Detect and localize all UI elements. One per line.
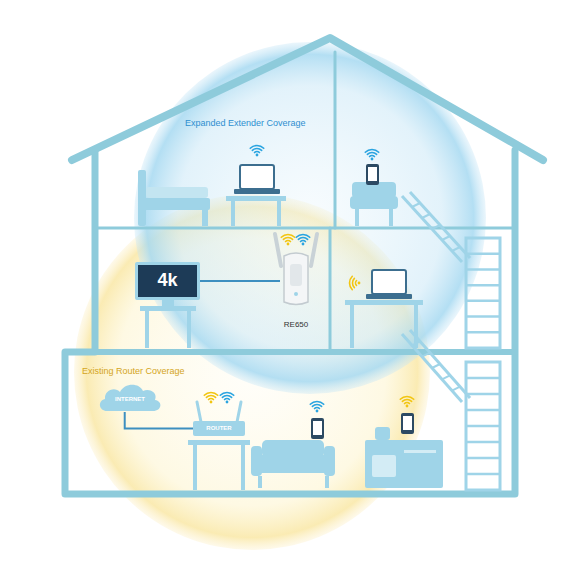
stair-step: [466, 331, 500, 334]
stair-step: [466, 252, 500, 255]
stair-step: [466, 268, 500, 271]
stair-step: [466, 377, 500, 380]
stair-step: [466, 441, 500, 444]
stair-baluster: [452, 387, 460, 391]
stair-step: [466, 425, 500, 428]
stair-step: [466, 284, 500, 287]
router-body: ROUTER: [193, 421, 245, 436]
stair-rail: [410, 330, 470, 398]
range-extender: RE650: [280, 250, 312, 330]
internet-cloud: INTERNET: [97, 381, 163, 412]
stair-step: [466, 409, 500, 412]
stair-rail: [402, 196, 462, 262]
stair-rail: [402, 334, 462, 402]
cable-line: [200, 280, 280, 282]
furniture: [138, 164, 443, 490]
extender-body: [280, 250, 312, 308]
cloud-outline: [100, 385, 161, 411]
staircase: [402, 330, 500, 490]
node-label: INTERNET: [115, 396, 145, 403]
stair-baluster: [442, 236, 450, 240]
stair-baluster: [432, 364, 440, 368]
staircases: [402, 192, 500, 490]
stair-step: [466, 457, 500, 460]
tv-screen: 4k: [135, 262, 200, 300]
stair-frame: [466, 238, 500, 348]
node-label: ROUTER: [206, 425, 231, 432]
stair-step: [466, 473, 500, 476]
extender-led: [294, 292, 298, 296]
cable-line: [125, 412, 193, 429]
node-label: RE650: [284, 321, 308, 330]
stair-baluster: [432, 225, 440, 229]
stair-step: [466, 300, 500, 303]
stair-frame: [466, 362, 500, 490]
node-label: 4k: [157, 271, 177, 291]
stair-baluster: [412, 203, 420, 207]
coverage-label: Expanded Extender Coverage: [185, 119, 306, 129]
stair-baluster: [422, 353, 430, 357]
wifi-symbols: [204, 145, 413, 412]
extender-housing: [284, 253, 308, 305]
stair-step: [466, 393, 500, 396]
stair-step: [466, 315, 500, 318]
coverage-label: Existing Router Coverage: [82, 367, 185, 377]
stair-baluster: [442, 375, 450, 379]
stair-baluster: [452, 247, 460, 251]
stair-baluster: [412, 341, 420, 345]
house-outline: [65, 38, 543, 494]
staircase: [402, 192, 500, 348]
stair-baluster: [422, 214, 430, 218]
extender-panel: [290, 264, 302, 286]
stair-rail: [410, 192, 470, 258]
